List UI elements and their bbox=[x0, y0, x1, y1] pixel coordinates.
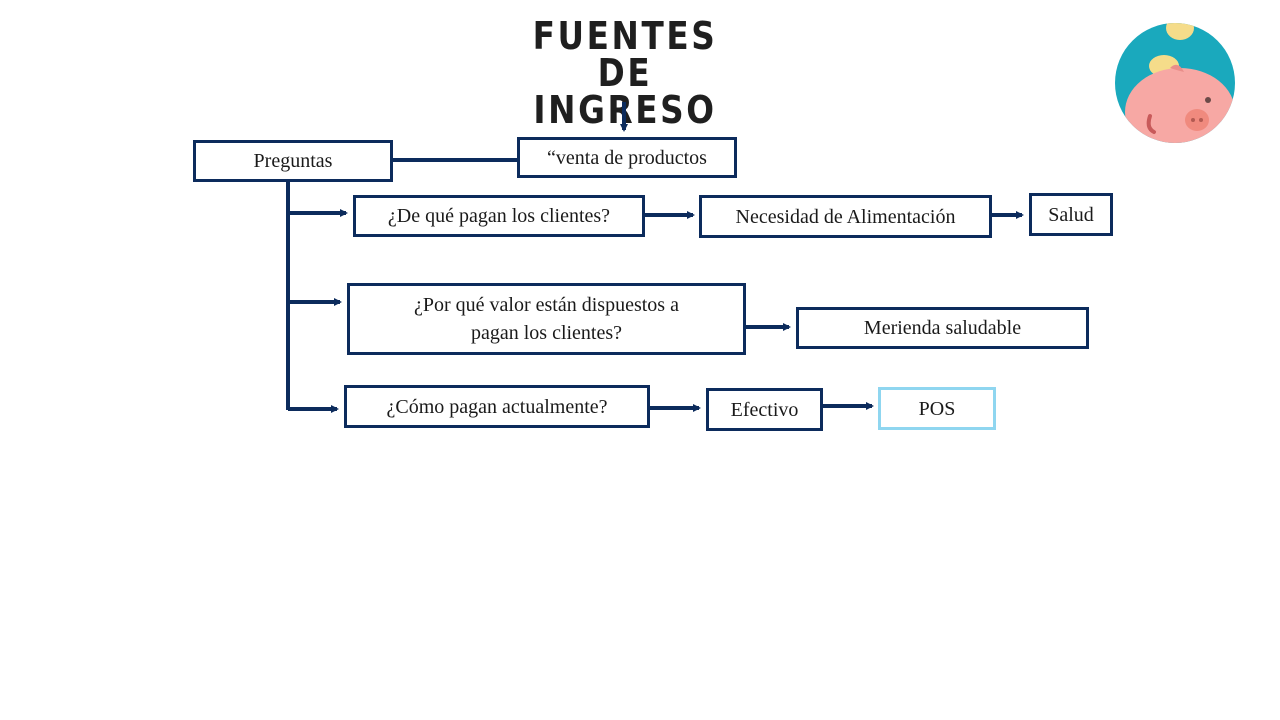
question-1-label: ¿De qué pagan los clientes? bbox=[387, 205, 611, 227]
answer-2-label: Merienda saludable bbox=[863, 317, 1022, 339]
answer-1-label: Necesidad de Alimentación bbox=[735, 205, 956, 228]
preguntas-box: Preguntas bbox=[193, 140, 393, 182]
result-1-label: Salud bbox=[1048, 203, 1094, 226]
answer-3-box: Efectivo bbox=[706, 388, 823, 431]
page-title: FUENTES DE INGRESO bbox=[500, 14, 749, 129]
preguntas-label: Preguntas bbox=[253, 150, 333, 172]
piggy-bank-icon bbox=[1115, 23, 1235, 143]
title-line-1: FUENTES DE bbox=[532, 14, 718, 95]
answer-3-label: Efectivo bbox=[730, 398, 799, 421]
result-3-box: POS bbox=[878, 387, 996, 430]
result-3-label: POS bbox=[918, 397, 956, 420]
question-2-line-2: pagan los clientes? bbox=[470, 322, 623, 344]
venta-box: “venta de productos bbox=[517, 137, 737, 178]
result-1-box: Salud bbox=[1029, 193, 1113, 236]
question-2-box: ¿Por qué valor están dispuestos a pagan … bbox=[347, 283, 746, 355]
question-2-line-1: ¿Por qué valor están dispuestos a bbox=[414, 294, 679, 316]
question-3-label: ¿Cómo pagan actualmente? bbox=[386, 395, 608, 418]
question-3-box: ¿Cómo pagan actualmente? bbox=[344, 385, 650, 428]
venta-label: “venta de productos bbox=[547, 146, 707, 169]
answer-2-box: Merienda saludable bbox=[796, 307, 1089, 349]
question-1-box: ¿De qué pagan los clientes? bbox=[353, 195, 645, 237]
answer-1-box: Necesidad de Alimentación bbox=[699, 195, 992, 238]
